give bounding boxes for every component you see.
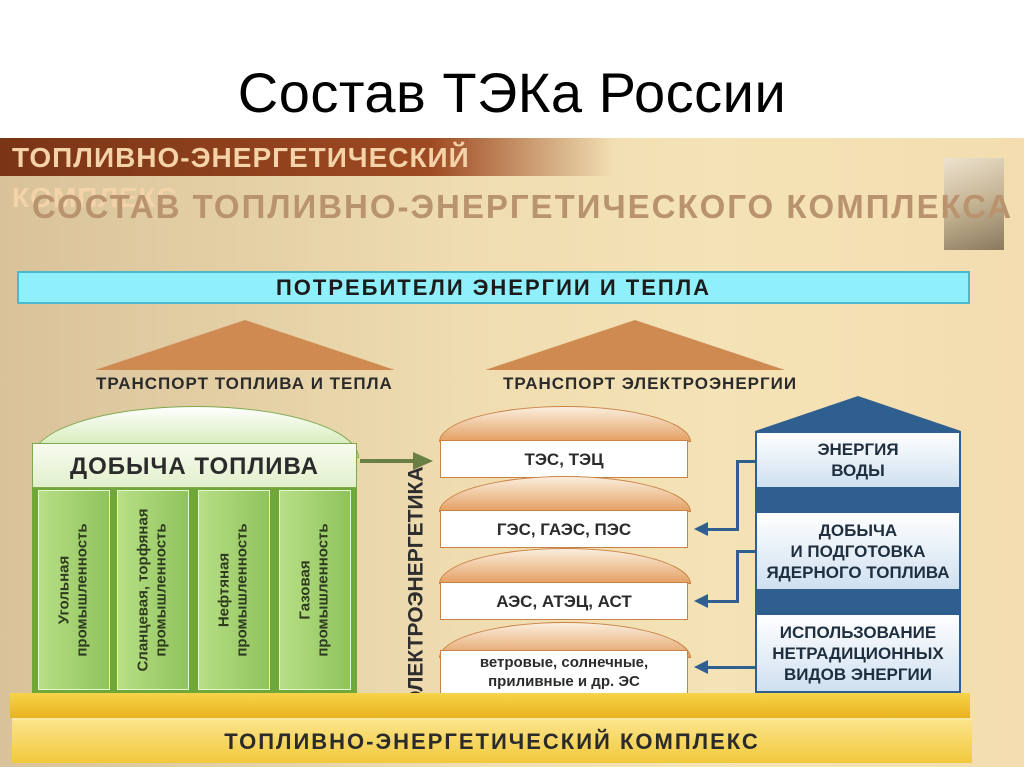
plant-dome-1 [439, 406, 691, 442]
diagram-panel: ТОПЛИВНО-ЭНЕРГЕТИЧЕСКИЙ КОМПЛЕКС СОСТАВ … [0, 138, 1024, 767]
plant-nuclear: АЭС, АТЭЦ, АСТ [440, 582, 688, 620]
connector-renewable [708, 666, 756, 669]
plant-dome-3 [439, 548, 691, 584]
fuel-extraction-box: ДОБЫЧА ТОПЛИВА [32, 443, 357, 488]
plant-tes: ТЭС, ТЭЦ [440, 440, 688, 478]
consumers-bar: ПОТРЕБИТЕЛИ ЭНЕРГИИ И ТЕПЛА [17, 271, 970, 304]
industry-oil: Нефтяная промышленность [198, 490, 270, 690]
panel-header: ТОПЛИВНО-ЭНЕРГЕТИЧЕСКИЙ КОМПЛЕКС [0, 138, 615, 213]
connector-water-v [736, 460, 739, 530]
blue-band-2 [755, 591, 961, 613]
connector-water-h [736, 460, 756, 463]
source-nuclear-fuel: ДОБЫЧА И ПОДГОТОВКА ЯДЕРНОГО ТОПЛИВА [755, 511, 961, 591]
source-nontraditional: ИСПОЛЬЗОВАНИЕ НЕТРАДИЦИОННЫХ ВИДОВ ЭНЕРГ… [755, 613, 961, 693]
roof-fuel-transport [95, 320, 395, 370]
plant-hydro: ГЭС, ГАЭС, ПЭС [440, 510, 688, 548]
blue-roof [755, 396, 961, 431]
connector-nuclear-h [736, 550, 756, 553]
footer-bar: ТОПЛИВНО-ЭНЕРГЕТИЧЕСКИЙ КОМПЛЕКС [12, 718, 972, 763]
connector-water-out [708, 528, 739, 531]
corner-photo [944, 158, 1004, 250]
arrowhead-renewable [694, 660, 708, 674]
plant-renewable: ветровые, солнечные, приливные и др. ЭС [440, 650, 688, 694]
plant-dome-2 [439, 476, 691, 512]
fuel-to-tes-arrow [360, 459, 415, 463]
arrowhead-nuclear [694, 594, 708, 608]
slide-title: Состав ТЭКа России [237, 61, 787, 124]
panel-subtitle: СОСТАВ ТОПЛИВНО-ЭНЕРГЕТИЧЕСКОГО КОМПЛЕКС… [32, 188, 1014, 225]
roof-electricity-transport [485, 320, 785, 370]
fuel-to-tes-arrowhead [413, 452, 433, 470]
transport-fuel-label: ТРАНСПОРТ ТОПЛИВА И ТЕПЛА [96, 374, 393, 393]
connector-nuclear-v [736, 550, 739, 602]
source-water-energy: ЭНЕРГИЯ ВОДЫ [755, 431, 961, 489]
industry-shale-peat: Сланцевая, торфяная промышленность [117, 490, 189, 690]
transport-electricity-label: ТРАНСПОРТ ЭЛЕКТРОЭНЕРГИИ [503, 374, 798, 393]
arrowhead-hydro [694, 522, 708, 536]
connector-nuclear-out [708, 600, 739, 603]
industry-gas: Газовая промышленность [279, 490, 351, 690]
industry-coal: Угольная промышленность [38, 490, 110, 690]
electroenergetics-label: ЭЛЕКТРОЭНЕРГЕТИКА [405, 465, 428, 706]
blue-band-1 [755, 489, 961, 511]
yellow-base [10, 693, 970, 718]
